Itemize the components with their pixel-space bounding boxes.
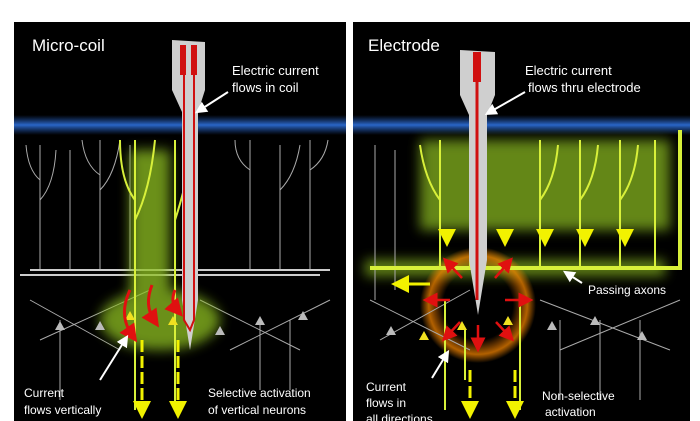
radial-current-arrows [422, 257, 534, 353]
current-label-line1: Current [24, 386, 65, 400]
current-label-line2: flows vertically [24, 403, 101, 417]
current-label-line1: Current [366, 380, 407, 394]
micro-coil-probe [172, 40, 205, 350]
panel-title: Micro-coil [32, 36, 105, 55]
activation-label-line2: activation [545, 405, 596, 419]
probe-label-line2: flows in coil [232, 80, 299, 95]
induced-current-arrows [119, 284, 183, 343]
electrode-probe [460, 50, 495, 315]
pointer-arrows [99, 91, 229, 381]
probe-label-line1: Electric current [232, 63, 319, 78]
neuron-somas [55, 311, 308, 335]
current-label-line3: all directions [366, 412, 433, 421]
panel-title: Electrode [368, 36, 440, 55]
yellow-output-arrows [133, 340, 187, 419]
yellow-output-arrows [391, 229, 634, 419]
activation-label-line2: of vertical neurons [208, 403, 306, 417]
panel-electrode: Electrode Electric current flows thru el… [353, 22, 690, 421]
activation-label-line1: Selective activation [208, 386, 311, 400]
neuron-dendrites [369, 145, 681, 400]
probe-label-line2: flows thru electrode [528, 80, 641, 95]
activation-label-line1: Non-selective [542, 389, 615, 403]
passing-axons-label: Passing axons [588, 283, 666, 297]
panel-micro-coil: Micro-coil Electric current flows in coi… [14, 22, 346, 421]
pointer-arrows [431, 91, 583, 379]
current-label-line2: flows in [366, 396, 406, 410]
probe-label-line1: Electric current [525, 63, 612, 78]
cortical-surface [353, 115, 690, 135]
cortical-surface [14, 115, 346, 135]
